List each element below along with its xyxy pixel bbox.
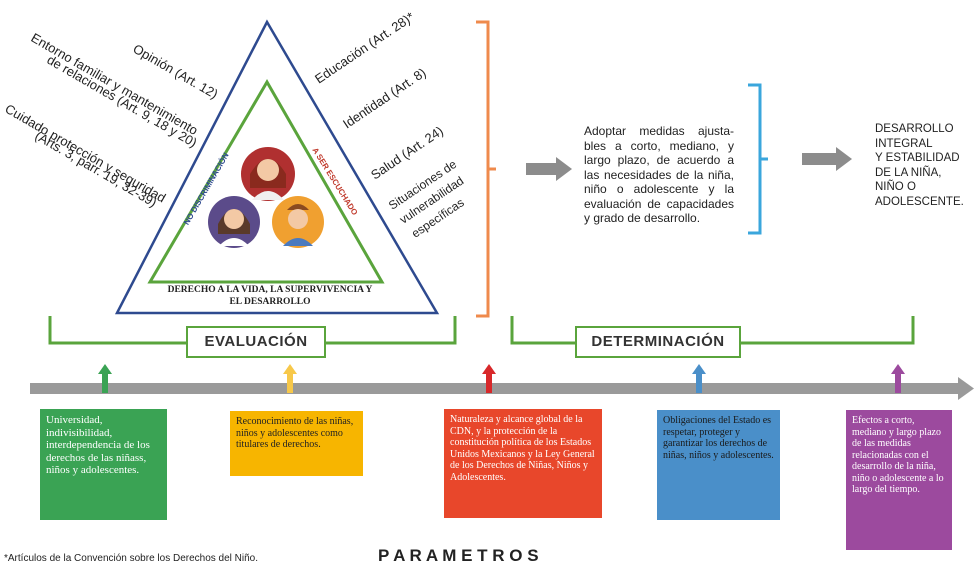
up-arrow-purple	[891, 364, 905, 393]
box-universidad: Universidad, indivisibilidad, interdepen…	[40, 409, 167, 520]
outcome-line-1: DESARROLLO	[875, 123, 954, 135]
measures-text: Adoptar medidas ajusta-bles a corto, med…	[584, 124, 734, 225]
outcome-line-6: ADOLESCENTE.	[875, 195, 964, 208]
outer-triangle	[114, 19, 440, 315]
arrow-right-2	[802, 147, 852, 171]
determinacion-label: DETERMINACIÓN	[575, 326, 741, 358]
base-text: DERECHO A LA VIDA, LA SUPERVIVENCIA Y EL…	[150, 284, 390, 308]
base-text-line1: DERECHO A LA VIDA, LA SUPERVIVENCIA Y	[167, 285, 373, 295]
footnote: *Artículos de la Convención sobre los De…	[4, 553, 259, 564]
box-obligaciones: Obligaciones del Estado es respetar, pro…	[657, 410, 780, 520]
timeline-arrow	[30, 377, 974, 400]
avatar-girl-top	[241, 147, 295, 201]
outcome-line-2: INTEGRAL	[875, 137, 933, 150]
avatar-boy-right	[272, 196, 324, 248]
up-arrow-green	[98, 364, 112, 393]
orange-bracket	[476, 20, 496, 318]
up-arrow-yellow	[283, 364, 297, 393]
up-arrow-red	[482, 364, 496, 393]
up-arrow-blue	[692, 364, 706, 393]
inner-triangle	[147, 79, 385, 284]
base-text-line2: EL DESARROLLO	[229, 297, 311, 307]
blue-bracket	[748, 83, 768, 235]
box-naturaleza: Naturaleza y alcance global de la CDN, y…	[444, 409, 602, 518]
box-efectos: Efectos a corto, mediano y largo plazo d…	[846, 410, 952, 550]
parametros-title: P A R A M E T R O S	[378, 546, 539, 565]
outcome-line-3: Y ESTABILIDAD	[875, 152, 960, 164]
box-reconocimiento: Reconocimiento de las niñas, niños y ado…	[230, 411, 363, 476]
arrow-right-1	[526, 157, 572, 181]
outcome-line-4: DE LA NIÑA,	[875, 166, 942, 179]
avatar-girl-left	[208, 196, 260, 248]
evaluacion-label: EVALUACIÓN	[186, 326, 326, 358]
outcome-line-5: NIÑO O	[875, 181, 916, 193]
outcome-text: DESARROLLO INTEGRAL Y ESTABILIDAD DE LA …	[875, 122, 975, 209]
